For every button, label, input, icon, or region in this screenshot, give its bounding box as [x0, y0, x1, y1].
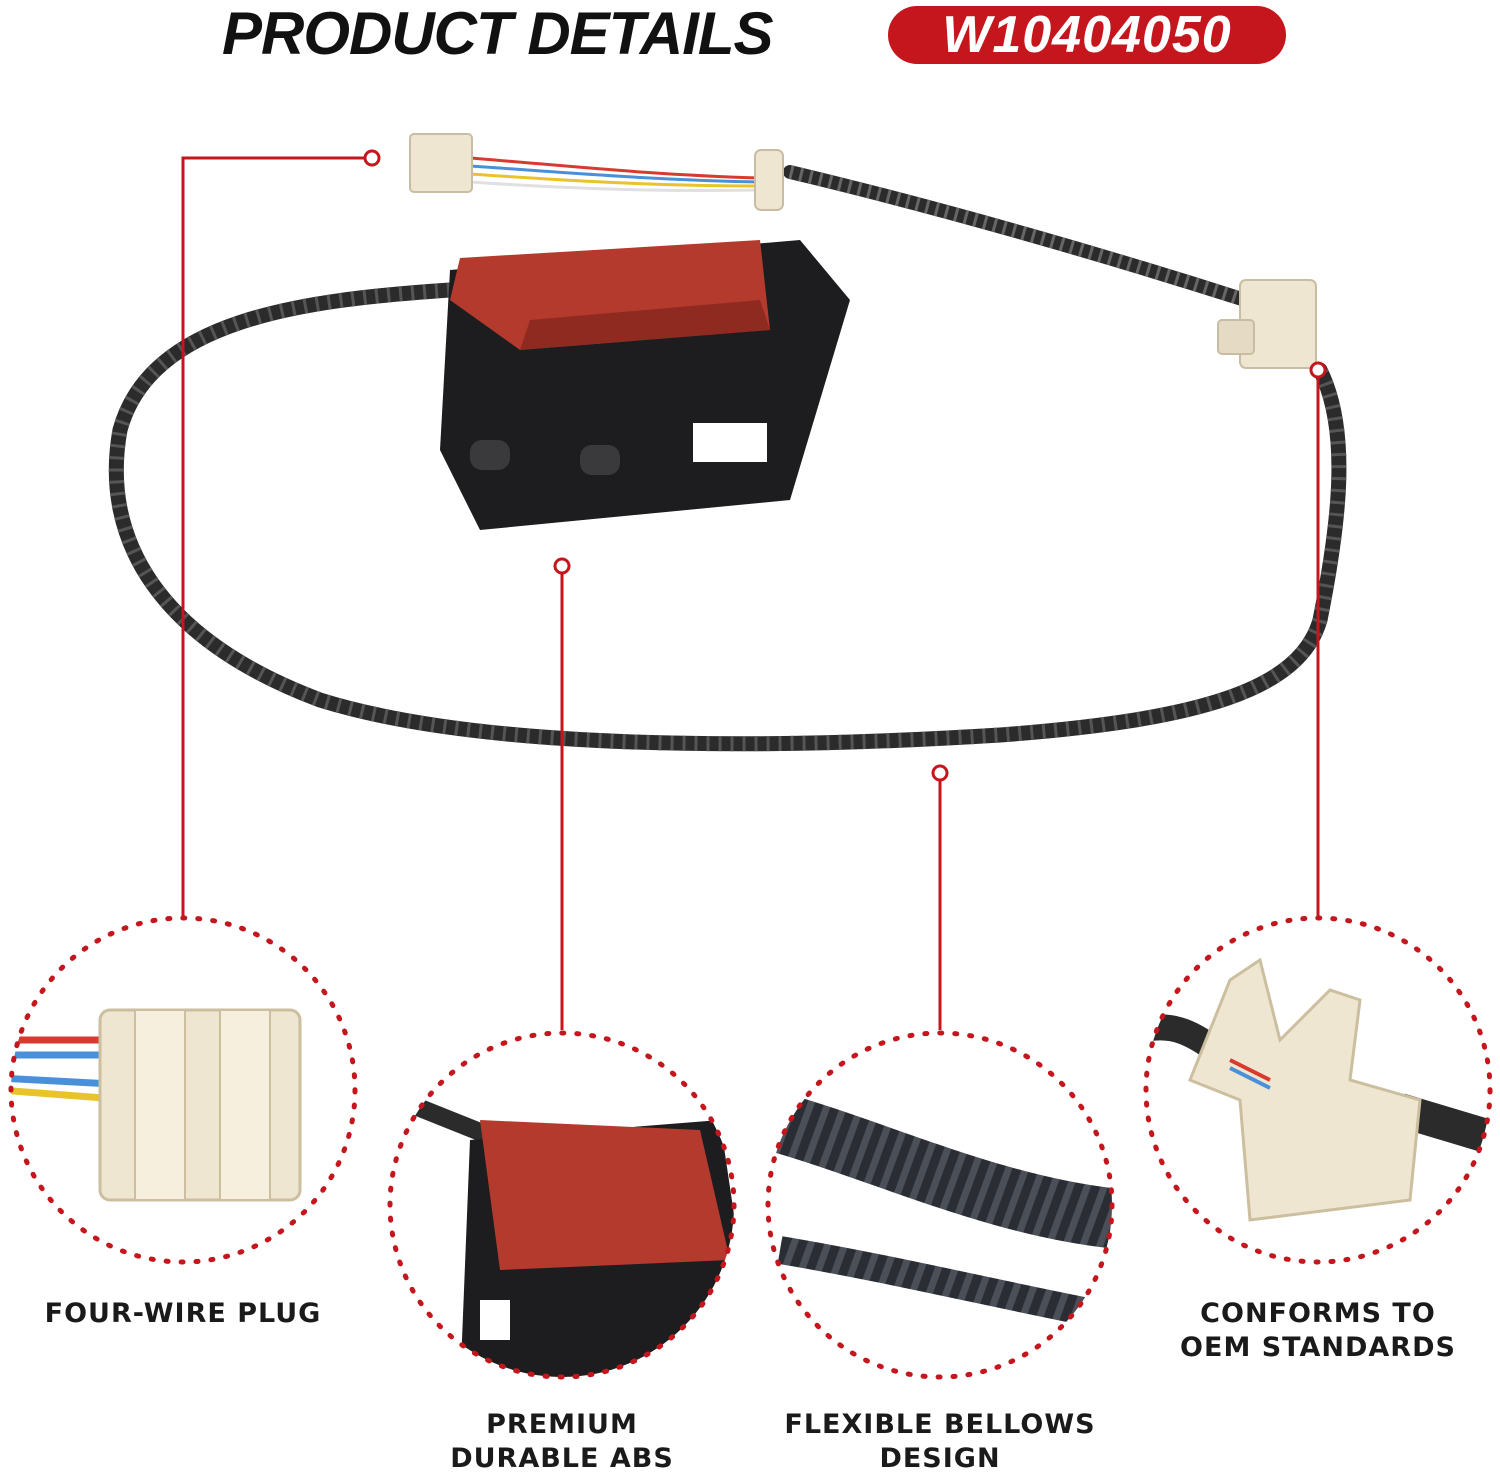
callout-line: DURABLE ABS — [450, 1443, 674, 1474]
part-number: W10404050 — [942, 6, 1232, 64]
callout-four-wire-plug: FOUR-WIRE PLUG — [33, 1297, 333, 1331]
four-wire-plug — [409, 133, 784, 211]
corrugated-cable — [783, 165, 1252, 307]
door-lock-latch — [440, 240, 850, 530]
callout-line: FLEXIBLE BELLOWS — [784, 1409, 1096, 1440]
callout-line: DESIGN — [879, 1443, 1001, 1474]
part-number-badge: W10404050 — [888, 6, 1286, 64]
callout-leaders — [181, 149, 1327, 1030]
detail-bellows — [765, 1030, 1115, 1380]
page-header: PRODUCT DETAILS W10404050 — [0, 0, 1500, 70]
oem-connector — [1217, 279, 1317, 369]
callout-line: OEM STANDARDS — [1180, 1332, 1456, 1363]
callout-premium-abs: PREMIUM DURABLE ABS — [412, 1408, 712, 1476]
callout-line: FOUR-WIRE PLUG — [44, 1298, 322, 1329]
detail-four-wire-plug — [8, 915, 358, 1265]
detail-oem-connector — [1143, 915, 1493, 1265]
page-title: PRODUCT DETAILS — [222, 0, 774, 67]
callout-oem-standards: CONFORMS TO OEM STANDARDS — [1158, 1297, 1478, 1365]
callout-flexible-bellows: FLEXIBLE BELLOWS DESIGN — [770, 1408, 1110, 1476]
callout-line: CONFORMS TO — [1200, 1298, 1436, 1329]
detail-latch — [387, 1030, 737, 1380]
callout-line: PREMIUM — [486, 1409, 638, 1440]
